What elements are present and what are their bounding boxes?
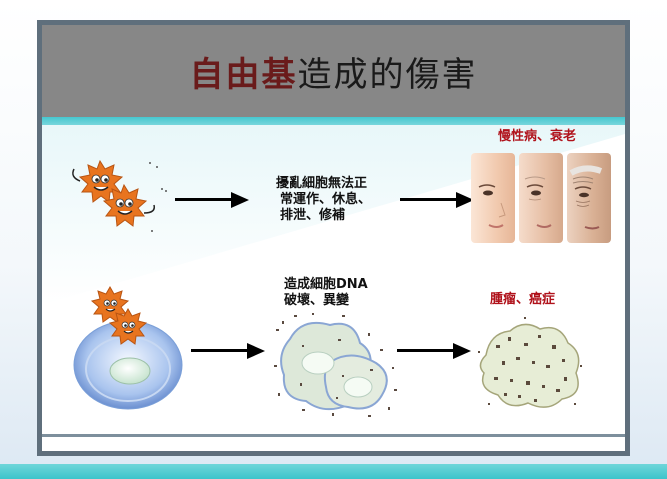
face-young: [471, 153, 515, 243]
slide-body: 自由基造成的傷害 擾亂細胞無法正 常運作、休息、: [42, 25, 625, 451]
arrow-row2-b: [397, 343, 471, 359]
damaged-cell-illustration: [274, 313, 397, 417]
row1-effect-text: 擾亂細胞無法正 常運作、休息、 排泄、修補: [276, 176, 371, 224]
face-middle: [519, 153, 563, 243]
title-highlight: 自由基: [189, 54, 298, 95]
arrow-row2-a: [191, 343, 265, 359]
arrow-row1-b: [400, 192, 474, 208]
title-rest: 造成的傷害: [297, 54, 478, 95]
title-bar: 自由基造成的傷害: [42, 25, 625, 117]
cell-attack-illustration: [73, 285, 183, 410]
row2-effect-text: 造成細胞DNA 破壞、異變: [284, 277, 368, 309]
bottom-accent-band: [0, 464, 667, 479]
row1-effect-line-1: 擾亂細胞無法正: [276, 176, 368, 191]
aging-faces-image: [471, 153, 613, 245]
slide-title: 自由基造成的傷害: [190, 47, 478, 96]
free-radical-icon: [90, 285, 148, 345]
row2-result-text: 腫瘤、癌症: [490, 292, 556, 307]
arrow-row1-a: [175, 192, 249, 208]
row2-effect-line-2: 破壞、異變: [284, 293, 350, 308]
footer-divider: [42, 434, 625, 437]
row1-effect-line-2: 常運作、休息、: [280, 192, 372, 207]
tumor-cell-illustration: [478, 317, 582, 408]
slide-frame: 自由基造成的傷害 擾亂細胞無法正 常運作、休息、: [37, 20, 630, 456]
free-radical-icon: [78, 159, 148, 227]
row1-effect-line-3: 排泄、修補: [280, 208, 346, 223]
row2-effect-line-1: 造成細胞DNA: [284, 277, 368, 292]
free-radical-illustration: [72, 159, 167, 232]
face-old: [567, 153, 611, 243]
row1-result-text: 慢性病、衰老: [498, 129, 577, 144]
